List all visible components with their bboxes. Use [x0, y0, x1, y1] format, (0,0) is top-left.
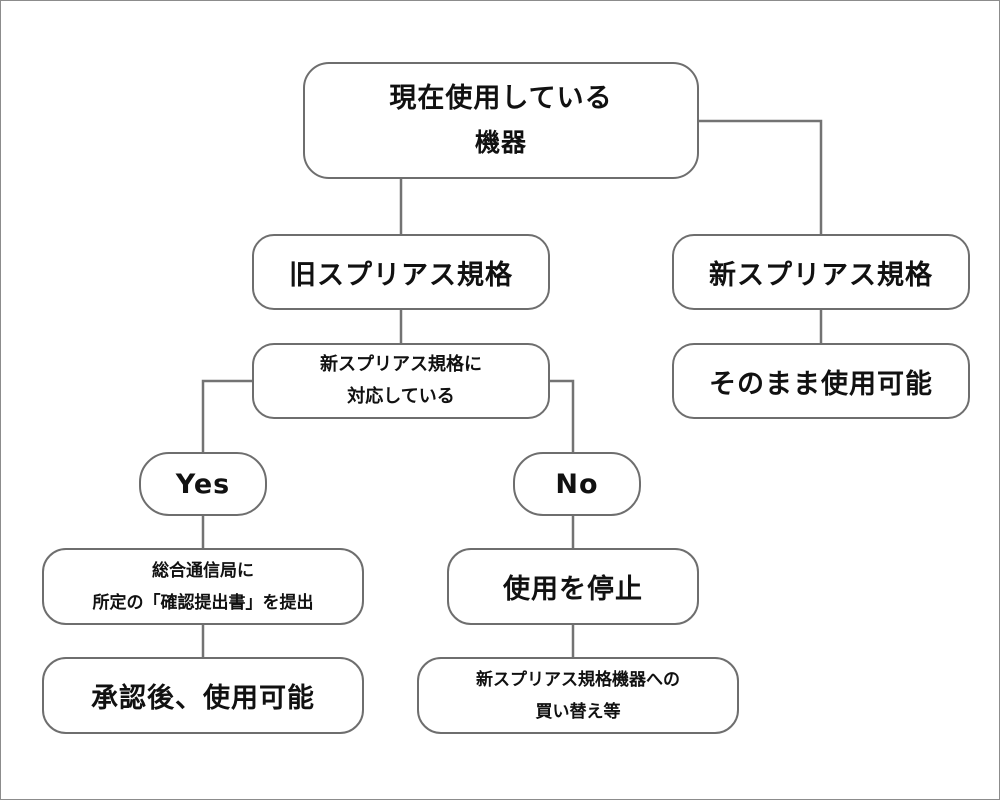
- submit-line1: 総合通信局に: [152, 560, 254, 581]
- replace-node: 新スプリアス規格機器への 買い替え等: [417, 657, 739, 734]
- new-standard-node: 新スプリアス規格: [672, 234, 970, 310]
- no-label: No: [555, 468, 599, 500]
- connector-question-yes: [201, 379, 252, 453]
- as-is-node: そのまま使用可能: [672, 343, 970, 419]
- root-line2: 機器: [474, 127, 527, 157]
- question-line1: 新スプリアス規格に: [320, 354, 482, 375]
- question-line2: 対応している: [347, 386, 455, 407]
- stop-node: 使用を停止: [447, 548, 699, 625]
- connector-question-no: [549, 379, 575, 453]
- replace-line2: 買い替え等: [535, 701, 621, 722]
- as-is-label: そのまま使用可能: [709, 368, 933, 400]
- approved-node: 承認後、使用可能: [42, 657, 364, 734]
- approved-label: 承認後、使用可能: [91, 683, 315, 714]
- stop-label: 使用を停止: [503, 574, 643, 605]
- no-node: No: [513, 452, 641, 516]
- connector-root-new: [698, 119, 823, 235]
- replace-line1: 新スプリアス規格機器への: [476, 669, 680, 690]
- yes-label: Yes: [175, 468, 231, 500]
- old-standard-node: 旧スプリアス規格: [252, 234, 550, 310]
- root-line1: 現在使用している: [389, 82, 613, 114]
- compliance-question-node: 新スプリアス規格に 対応している: [252, 343, 550, 419]
- new-standard-label: 新スプリアス規格: [709, 259, 933, 291]
- yes-node: Yes: [139, 452, 267, 516]
- old-standard-label: 旧スプリアス規格: [289, 259, 513, 291]
- submit-node: 総合通信局に 所定の「確認提出書」を提出: [42, 548, 364, 625]
- root-node: 現在使用している 機器: [303, 62, 699, 179]
- submit-line2: 所定の「確認提出書」を提出: [92, 592, 314, 613]
